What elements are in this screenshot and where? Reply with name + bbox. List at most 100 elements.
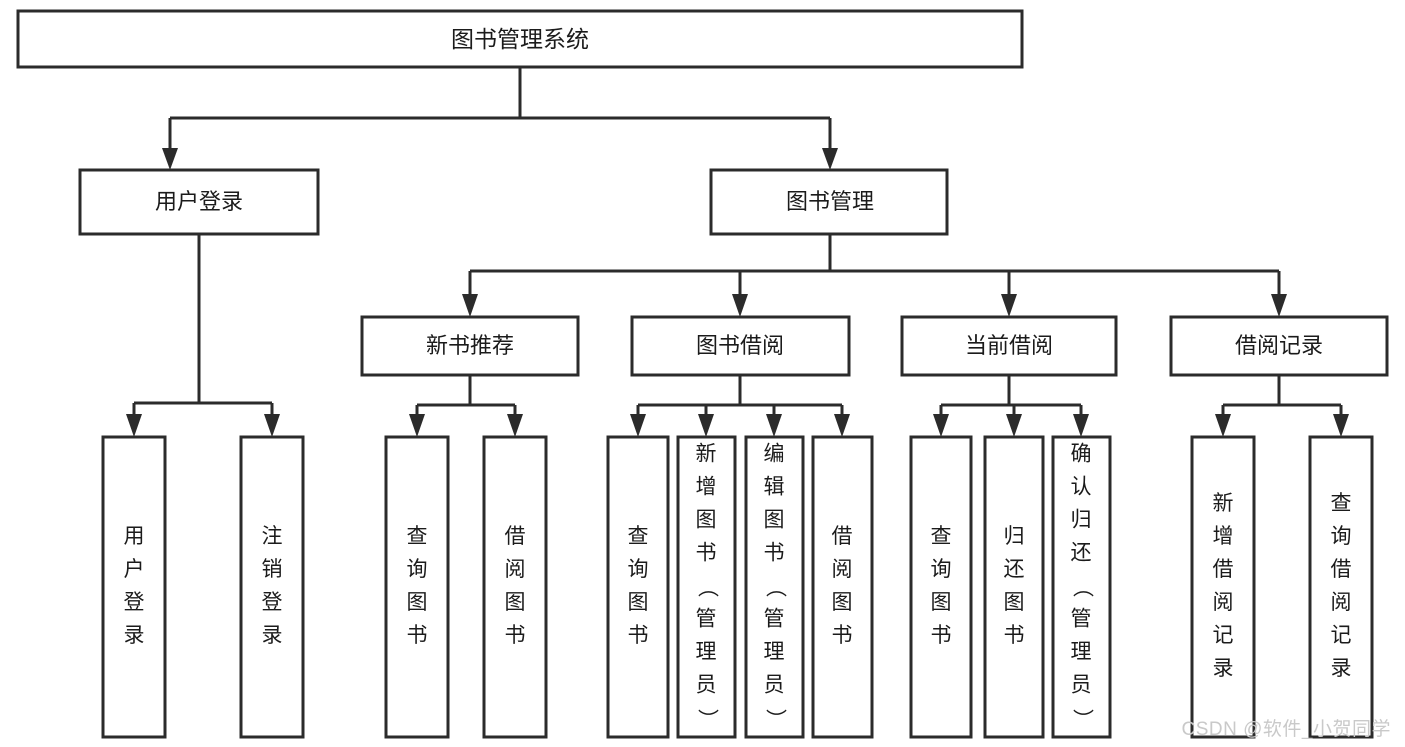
leaf-node-user-login[interactable]: 用户登录 bbox=[101, 435, 167, 739]
arrow-current-drop-2 bbox=[1006, 414, 1022, 437]
vertical-label-char: 录 bbox=[1213, 657, 1234, 680]
arrow-current-drop-1 bbox=[933, 414, 949, 437]
vertical-label-char: 增 bbox=[1213, 525, 1234, 548]
vertical-label-char: 书 bbox=[505, 624, 526, 647]
node-root-box[interactable] bbox=[16, 9, 1024, 69]
arrow-record-drop-1 bbox=[1215, 414, 1231, 437]
vertical-label-char: 管 bbox=[696, 608, 717, 631]
vertical-label-char: 询 bbox=[1331, 525, 1352, 548]
leaf-edit-book-admin-box[interactable] bbox=[744, 435, 805, 739]
vertical-label-char: 编 bbox=[764, 443, 785, 466]
leaf-add-borrow-record-box[interactable] bbox=[1190, 435, 1256, 739]
node-current-borrow-box[interactable] bbox=[900, 315, 1118, 377]
node-current-borrow[interactable]: 当前借阅 bbox=[900, 315, 1118, 377]
leaf-add-book-admin-box[interactable] bbox=[676, 435, 737, 739]
node-borrow-record[interactable]: 借阅记录 bbox=[1169, 315, 1389, 377]
node-new-book-recommend-box[interactable] bbox=[360, 315, 580, 377]
vertical-label-char: 书 bbox=[931, 624, 952, 647]
vertical-label-char: 询 bbox=[407, 558, 428, 581]
vertical-label-char: 录 bbox=[262, 624, 283, 647]
leaf-logout-box[interactable] bbox=[239, 435, 305, 739]
vertical-label-char: 归 bbox=[1004, 525, 1025, 548]
arrow-root-to-user-login bbox=[162, 148, 178, 170]
vertical-label-char: 图 bbox=[764, 509, 785, 532]
vertical-label-char: 借 bbox=[1213, 558, 1234, 581]
vertical-label-char: 管 bbox=[764, 608, 785, 631]
vertical-label-char: 图 bbox=[832, 591, 853, 614]
node-new-book-recommend-label: 新书推荐 bbox=[426, 333, 514, 358]
vertical-label-char: 查 bbox=[628, 525, 649, 548]
leaf-return-book-box[interactable] bbox=[983, 435, 1045, 739]
leaf-user-login-box[interactable] bbox=[101, 435, 167, 739]
node-user-login-box[interactable] bbox=[78, 168, 320, 236]
vertical-label-char: ） bbox=[763, 709, 786, 730]
vertical-label-char: 归 bbox=[1071, 509, 1092, 532]
node-book-management-label: 图书管理 bbox=[786, 189, 874, 214]
node-book-management[interactable]: 图书管理 bbox=[709, 168, 949, 236]
leaf-borrow-book-borrow-box[interactable] bbox=[811, 435, 874, 739]
node-user-login-label: 用户登录 bbox=[155, 189, 243, 214]
node-user-login[interactable]: 用户登录 bbox=[78, 168, 320, 236]
arrow-borrow-drop-1 bbox=[630, 414, 646, 437]
vertical-label-char: 认 bbox=[1071, 476, 1092, 499]
vertical-label-char: 录 bbox=[124, 624, 145, 647]
vertical-label-char: 增 bbox=[696, 476, 717, 499]
arrow-userlogin-drop-1 bbox=[126, 414, 142, 437]
vertical-label-char: 管 bbox=[1071, 608, 1092, 631]
leaf-borrow-book-newbook-box[interactable] bbox=[482, 435, 548, 739]
leaf-query-borrow-record-box[interactable] bbox=[1308, 435, 1374, 739]
leaf-query-book-newbook-box[interactable] bbox=[384, 435, 450, 739]
vertical-label-char: 图 bbox=[1004, 591, 1025, 614]
node-new-book-recommend[interactable]: 新书推荐 bbox=[360, 315, 580, 377]
arrow-bookmanage-drop-2 bbox=[732, 294, 748, 317]
node-book-borrow-box[interactable] bbox=[630, 315, 851, 377]
node-book-borrow-label: 图书借阅 bbox=[696, 333, 784, 358]
vertical-label-char: 还 bbox=[1071, 542, 1092, 565]
node-borrow-record-box[interactable] bbox=[1169, 315, 1389, 377]
vertical-label-char: 阅 bbox=[1331, 591, 1352, 614]
vertical-label-char: 图 bbox=[505, 591, 526, 614]
leaf-confirm-return-admin-box[interactable] bbox=[1051, 435, 1112, 739]
vertical-label-char: （ bbox=[1070, 577, 1093, 598]
node-book-borrow[interactable]: 图书借阅 bbox=[630, 315, 851, 377]
node-root[interactable]: 图书管理系统 bbox=[16, 9, 1024, 69]
arrow-borrow-drop-4 bbox=[834, 414, 850, 437]
node-book-management-box[interactable] bbox=[709, 168, 949, 236]
vertical-label-char: 借 bbox=[1331, 558, 1352, 581]
vertical-label-char: 登 bbox=[262, 591, 283, 614]
vertical-label-char: 记 bbox=[1213, 624, 1234, 647]
vertical-label-char: 图 bbox=[628, 591, 649, 614]
vertical-label-char: 新 bbox=[1213, 492, 1234, 515]
arrow-newbook-drop-2 bbox=[507, 414, 523, 437]
leaf-query-book-current-box[interactable] bbox=[909, 435, 973, 739]
vertical-label-char: 户 bbox=[124, 558, 145, 581]
vertical-label-char: 阅 bbox=[832, 558, 853, 581]
arrow-bookmanage-drop-3 bbox=[1001, 294, 1017, 317]
leaf-query-book-borrow-box[interactable] bbox=[606, 435, 670, 739]
connector-layer bbox=[126, 67, 1349, 437]
vertical-label-char: 员 bbox=[1071, 674, 1092, 697]
vertical-label-char: 理 bbox=[696, 641, 717, 664]
vertical-label-char: 登 bbox=[124, 591, 145, 614]
vertical-label-char: 理 bbox=[1071, 641, 1092, 664]
csdn-watermark: CSDN @软件_小贺同学 bbox=[1181, 719, 1391, 740]
vertical-label-char: 录 bbox=[1331, 657, 1352, 680]
